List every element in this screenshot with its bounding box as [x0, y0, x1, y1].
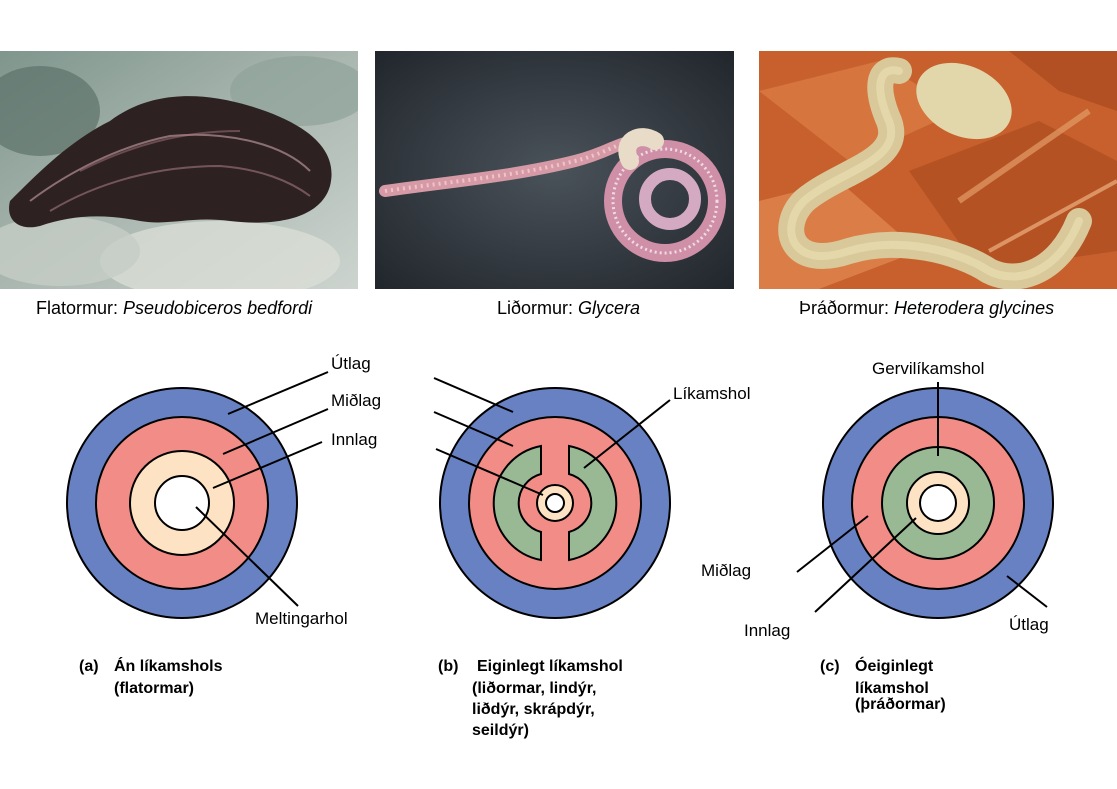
nematode-caption-species: Heterodera glycines [894, 298, 1055, 318]
caption-line1-c: Óeiginlegt [855, 656, 934, 675]
flatworm-caption: Flatormur: Pseudobiceros bedfordi [36, 298, 312, 319]
nematode-caption-prefix: Þráðormur: [799, 298, 895, 318]
flatworm-caption-prefix: Flatormur: [36, 298, 124, 318]
label-innlag-a: Innlag [331, 430, 377, 449]
leader-utlag-c [1006, 575, 1048, 608]
glycera-caption: Liðormur: Glycera [497, 298, 640, 319]
leader-utlag-a [227, 371, 329, 415]
caption-line2-c: líkamshol [855, 680, 929, 697]
nematode-caption: Þráðormur: Heterodera glycines [799, 298, 1054, 319]
coelom-right-b [568, 444, 618, 562]
label-utlag-c: Útlag [1009, 615, 1049, 634]
leader-innlag-a [212, 441, 323, 489]
caption-line3-b: liðdýr, skrápdýr, [472, 701, 595, 718]
diagram-pseudocoelomate: Gervilíkamshol Miðlag Innlag Útlag (c) Ó… [701, 359, 1054, 713]
label-utlag-a: Útlag [331, 354, 371, 373]
gut-cavity-a [154, 475, 210, 531]
diagram-acoelomate: Útlag Miðlag Innlag Meltingarhol (a) Án … [66, 354, 381, 697]
leader-midlag-c [796, 515, 869, 573]
leader-midlag-a [222, 408, 329, 455]
leader-ectoderm-b [433, 377, 514, 413]
caption-letter-b: (b) [438, 658, 458, 675]
label-gervilikamshol-c: Gervilíkamshol [872, 359, 984, 378]
gut-cavity-c [919, 484, 957, 522]
label-meltingarhol-a: Meltingarhol [255, 609, 348, 628]
caption-line4-b: seildýr) [472, 722, 529, 739]
leader-mesoderm-b [433, 411, 514, 447]
diagram-coelomate: Líkamshol (b) Eiginlegt líkamshol (liðor… [433, 377, 750, 739]
glycera-caption-species: Glycera [578, 298, 641, 318]
flatworm-photo [0, 51, 358, 289]
glycera-photo [375, 51, 734, 289]
label-midlag-a: Miðlag [331, 391, 381, 410]
caption-line1-b: Eiginlegt líkamshol [477, 658, 623, 675]
glycera-caption-prefix: Liðormur: [497, 298, 579, 318]
leader-innlag-c [814, 517, 917, 613]
flatworm-caption-species: Pseudobiceros bedfordi [123, 298, 313, 318]
label-innlag-c: Innlag [744, 621, 790, 640]
gut-cavity-b [545, 493, 565, 513]
caption-line2-b: (liðormar, lindýr, [472, 680, 596, 697]
nematode-photo [759, 51, 1117, 289]
leader-endoderm-b [435, 448, 544, 496]
label-midlag-c: Miðlag [701, 561, 751, 580]
caption-letter-a: (a) [79, 658, 99, 675]
caption-line3-c: (þráðormar) [855, 696, 946, 713]
label-likamshol-b: Líkamshol [673, 384, 750, 403]
caption-line2-a: (flatormar) [114, 680, 194, 697]
caption-letter-c: (c) [820, 658, 840, 675]
leader-meltingarhol-a [195, 506, 299, 607]
caption-line1-a: Án líkamshols [114, 656, 223, 675]
coelom-left-b [492, 444, 542, 562]
leader-likamshol-b [583, 399, 671, 469]
